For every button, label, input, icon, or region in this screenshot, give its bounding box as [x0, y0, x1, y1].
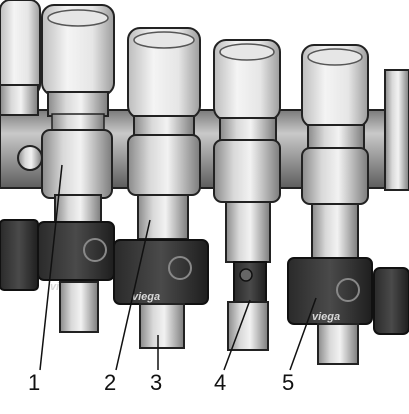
callout-5: 5 — [282, 370, 295, 395]
callout-3: 3 — [150, 370, 163, 395]
valve-5: viega — [287, 44, 373, 365]
valve-4 — [213, 39, 281, 351]
leader-line-5 — [289, 297, 317, 371]
valve-right-partial — [373, 69, 409, 335]
brand-label-5: viega — [312, 311, 340, 323]
callout-2: 2 — [104, 370, 117, 395]
valve-1: viega — [37, 4, 115, 333]
valve-left-partial — [0, 0, 43, 291]
callout-4: 4 — [214, 370, 227, 395]
callout-1: 1 — [28, 370, 41, 395]
leader-line-1 — [39, 164, 63, 371]
brand-label-2: viega — [132, 291, 160, 303]
leader-line-2 — [115, 219, 151, 371]
valve-2: viega — [113, 27, 209, 349]
leader-line-4 — [223, 299, 251, 371]
